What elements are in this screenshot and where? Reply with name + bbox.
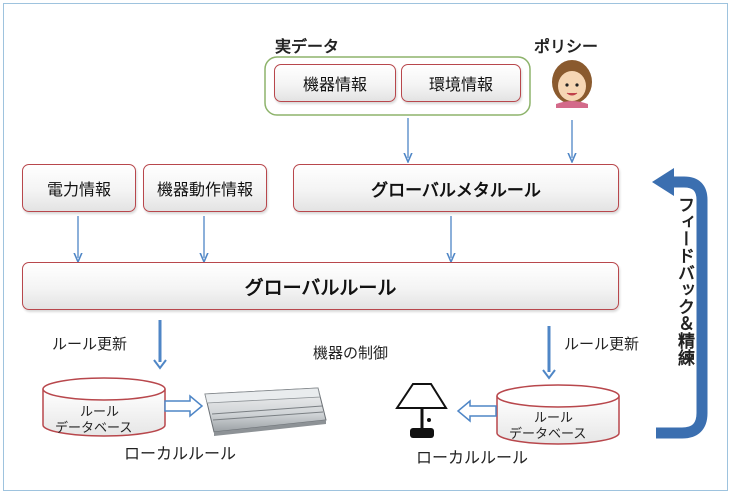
db-to-lamp-arrow <box>456 399 497 423</box>
air-conditioner-icon <box>204 387 327 436</box>
power-info-box: 電力情報 <box>22 164 136 212</box>
left-local-rule-label: ローカルルール <box>124 444 237 463</box>
policy-label: ポリシー <box>534 37 599 56</box>
global-rule-box: グローバルルール <box>22 262 619 310</box>
device-info-box: 機器情報 <box>274 64 396 102</box>
right-db-label-line2: データベース <box>509 427 587 442</box>
right-rule-update-label: ルール更新 <box>564 335 640 353</box>
right-db-label-line1: ルール <box>534 411 574 426</box>
device-action-info-box: 機器動作情報 <box>143 164 267 212</box>
person-icon <box>552 60 592 108</box>
db-to-aircon-arrow <box>164 394 204 418</box>
left-rule-update-label: ルール更新 <box>52 335 128 353</box>
right-local-rule-label: ローカルルール <box>416 448 529 467</box>
database-icon-left <box>42 377 166 437</box>
real-data-title: 実データ <box>275 37 340 56</box>
device-control-label: 機器の制御 <box>313 344 389 362</box>
global-meta-rule-box: グローバルメタルール <box>293 164 619 212</box>
diagram-frame <box>3 3 728 491</box>
environment-info-box: 環境情報 <box>401 64 521 102</box>
arrow-global-to-right-db-head <box>542 369 556 380</box>
feedback-label: フィードバック＆精練 <box>674 196 694 366</box>
feedback-arrow-icon <box>656 176 708 439</box>
left-db-label-line2: データベース <box>55 421 133 436</box>
left-db-label-line1: ルール <box>80 405 120 420</box>
lamp-icon <box>395 383 448 438</box>
feedback-arrow-head <box>652 168 674 196</box>
database-icon-right <box>496 384 620 445</box>
arrow-global-to-left-db-head <box>153 359 167 370</box>
